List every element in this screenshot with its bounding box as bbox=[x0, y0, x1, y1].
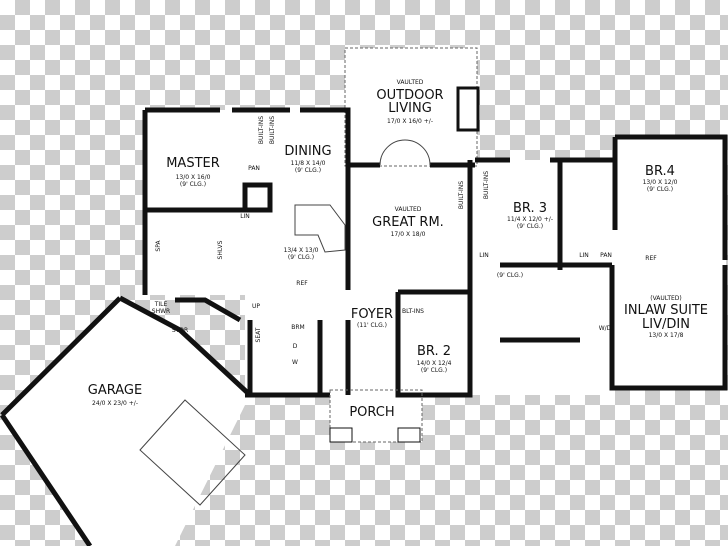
dining-size: 11/8 X 14/0 bbox=[291, 160, 326, 167]
blt-ins-label: BLT-INS bbox=[402, 308, 424, 315]
master-clg: (9' CLG.) bbox=[180, 181, 206, 188]
br3-size: 11/4 X 12/0 +/- bbox=[507, 216, 553, 223]
dining-label: DINING bbox=[284, 144, 331, 159]
broom-label: BRM bbox=[291, 324, 304, 331]
dryer-label: D bbox=[293, 343, 298, 350]
br3-label: BR. 3 bbox=[513, 201, 547, 216]
spa-label: SPA bbox=[155, 240, 162, 252]
garage-label: GARAGE bbox=[88, 383, 142, 398]
walls bbox=[0, 47, 728, 546]
builtins-label: BUILT-INS bbox=[269, 116, 276, 144]
fixture-labels: BUILT-INS BUILT-INS BUILT-INS BUILT-INS … bbox=[152, 116, 657, 366]
br4-clg: (9' CLG.) bbox=[647, 186, 673, 193]
inlaw-note: (VAULTED) bbox=[650, 295, 682, 302]
outdoor-label: OUTDOOR bbox=[376, 88, 443, 103]
hall-clg: (9' CLG.) bbox=[497, 272, 523, 279]
builtins-label: BUILT-INS bbox=[258, 116, 265, 144]
garage-size: 24/0 X 23/0 +/- bbox=[92, 400, 138, 407]
br2-label: BR. 2 bbox=[417, 344, 451, 359]
outdoor-label-2: LIVING bbox=[388, 101, 432, 116]
floor-fill bbox=[2, 48, 726, 546]
linen-label: LIN bbox=[479, 252, 489, 259]
master-size: 13/0 X 16/0 bbox=[176, 174, 211, 181]
porch-label: PORCH bbox=[349, 405, 394, 420]
washer-dryer-label: W/D bbox=[599, 325, 612, 332]
br3-clg: (9' CLG.) bbox=[517, 223, 543, 230]
dining-clg: (9' CLG.) bbox=[295, 167, 321, 174]
inlaw-label: INLAW SUITE bbox=[624, 303, 708, 318]
kitchen-clg: (9' CLG.) bbox=[288, 254, 314, 261]
inlaw-label-2: LIV/DIN bbox=[642, 317, 690, 332]
outdoor-note: VAULTED bbox=[397, 79, 424, 86]
shelves-label: SHLVS bbox=[217, 240, 224, 259]
room-labels: VAULTED OUTDOOR LIVING 17/0 X 16/0 +/- M… bbox=[88, 79, 708, 420]
master-label: MASTER bbox=[166, 156, 220, 171]
storage-label: STOR bbox=[172, 327, 188, 334]
br2-size: 14/0 X 12/4 bbox=[417, 360, 452, 367]
washer-label: W bbox=[292, 359, 298, 366]
inlaw-size: 13/0 X 17/8 bbox=[649, 332, 684, 339]
up-label: UP bbox=[252, 303, 260, 310]
kitchen-size: 13/4 X 13/0 bbox=[284, 247, 319, 254]
linen-label: LIN bbox=[240, 213, 250, 220]
ref-label: REF bbox=[645, 255, 657, 262]
pantry-label: PAN bbox=[600, 252, 612, 259]
br4-size: 13/0 X 12/0 bbox=[643, 179, 678, 186]
great-size: 17/0 X 18/0 bbox=[391, 231, 426, 238]
seat-label: SEAT bbox=[255, 327, 262, 342]
great-room-label: GREAT RM. bbox=[372, 215, 444, 230]
shower-label: SHWR bbox=[152, 308, 170, 315]
ref-label: REF bbox=[296, 280, 308, 287]
tile-label: TILE bbox=[154, 301, 168, 308]
builtins-label: BUILT-INS bbox=[458, 181, 465, 209]
br2-clg: (9' CLG.) bbox=[421, 367, 447, 374]
great-note: VAULTED bbox=[395, 206, 422, 213]
pantry-label: PAN bbox=[248, 165, 260, 172]
foyer-label: FOYER bbox=[351, 307, 393, 322]
foyer-clg: (11' CLG.) bbox=[357, 322, 387, 329]
outdoor-size: 17/0 X 16/0 +/- bbox=[387, 118, 433, 125]
br4-label: BR.4 bbox=[645, 164, 675, 179]
linen-label: LIN bbox=[579, 252, 589, 259]
builtins-label: BUILT-INS bbox=[483, 171, 490, 199]
